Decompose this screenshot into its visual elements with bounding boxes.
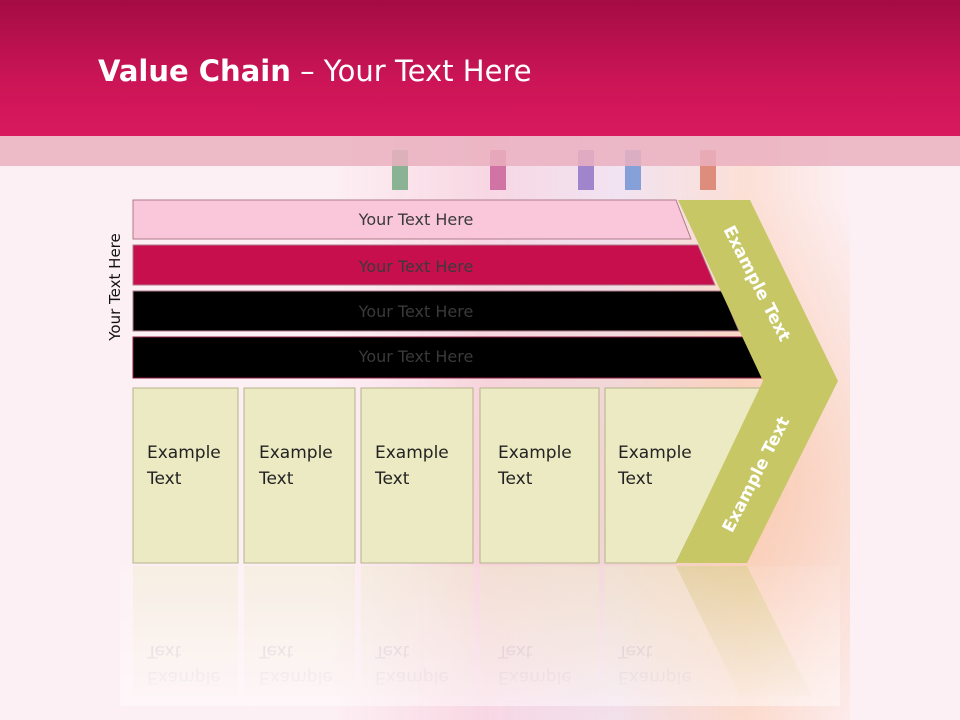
bar-shape bbox=[132, 199, 692, 240]
box-line1: Example bbox=[375, 443, 449, 463]
box-line1: Example bbox=[618, 443, 692, 463]
box-shape bbox=[243, 387, 356, 564]
bar-2[interactable]: Your Text Here bbox=[132, 244, 716, 286]
title-bold: Value Chain bbox=[98, 54, 291, 88]
box-line1: Example bbox=[259, 443, 333, 463]
box-line2: Text bbox=[497, 469, 533, 489]
box-line2: Text bbox=[617, 469, 653, 489]
bar-1[interactable]: Your Text Here bbox=[132, 199, 692, 240]
box-line1: Example bbox=[498, 443, 572, 463]
box-shape bbox=[479, 387, 600, 564]
box-line2: Text bbox=[374, 469, 410, 489]
activity-box-3[interactable]: Example Text bbox=[360, 387, 474, 564]
box-shape bbox=[132, 387, 239, 564]
header-band bbox=[0, 136, 960, 166]
bar-shape bbox=[132, 244, 716, 286]
title-rest: – Your Text Here bbox=[290, 54, 532, 88]
slide-title[interactable]: Value Chain – Your Text Here bbox=[98, 54, 532, 88]
box-shape bbox=[360, 387, 474, 564]
box-line2: Text bbox=[258, 469, 294, 489]
bar-3[interactable]: Your Text Here bbox=[132, 290, 740, 332]
slide-header: Value Chain – Your Text Here bbox=[0, 0, 960, 136]
box-line1: Example bbox=[147, 443, 221, 463]
bar-label: Your Text Here bbox=[358, 347, 474, 366]
bar-label: Your Text Here bbox=[358, 210, 474, 229]
diagram-reflection: Example Text Example Text Example Text E… bbox=[120, 566, 840, 706]
bar-shape bbox=[132, 290, 740, 332]
box-line2: Text bbox=[146, 469, 182, 489]
activity-box-2[interactable]: Example Text bbox=[243, 387, 356, 564]
chevron-shape bbox=[676, 200, 838, 563]
activity-box-1[interactable]: Example Text bbox=[132, 387, 239, 564]
activity-box-4[interactable]: Example Text bbox=[479, 387, 600, 564]
bar-label: Your Text Here bbox=[358, 257, 474, 276]
bar-4[interactable]: Your Text Here bbox=[132, 336, 764, 379]
activity-box-5[interactable]: Example Text bbox=[604, 387, 763, 564]
bar-label: Your Text Here bbox=[358, 302, 474, 321]
